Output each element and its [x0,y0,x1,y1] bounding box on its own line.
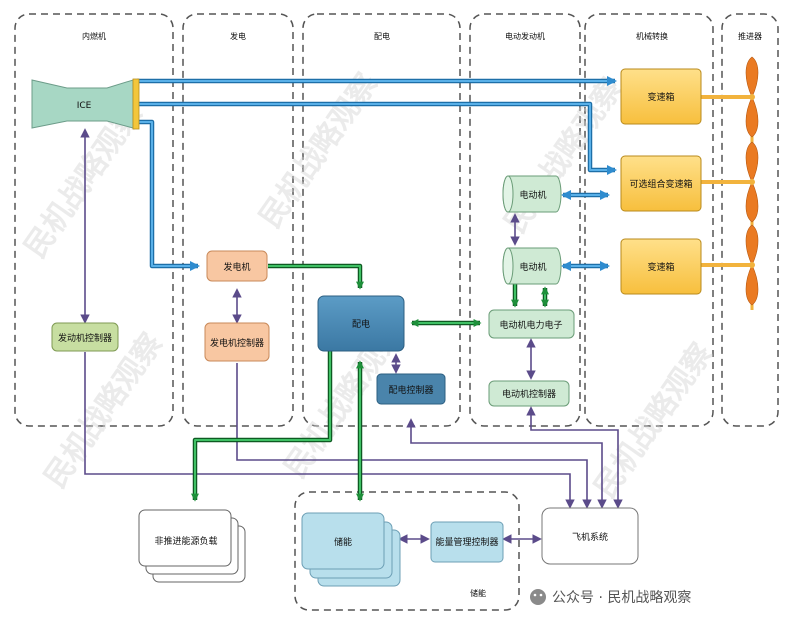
motor-2-label: 电动机 [519,261,546,273]
gearbox-2-label: 可选组合变速箱 [629,178,692,190]
svg-text:民机战略观察: 民机战略观察 [498,71,630,239]
zone-generation [182,13,294,427]
zone-propeller [721,13,779,427]
wechat-badge: 公众号 · 民机战略观察 [530,589,691,606]
gearbox-block-3: 变速箱 [620,238,702,295]
storage-label: 储能 [334,536,352,548]
distribution-controller-block: 配电控制器 [376,373,446,405]
gearbox-3-label: 变速箱 [647,261,674,273]
distribution-label: 配电 [352,318,370,330]
watermark: 民机战略观察 民机战略观察 民机战略观察 民机战略观察 民机战略观察 民机战略观… [18,66,720,504]
svg-text:民机战略观察: 民机战略观察 [588,336,720,504]
storage-block: 储能 [301,512,401,587]
aircraft-system-label: 飞机系统 [572,531,608,543]
zone-engine [14,13,174,427]
zone-title-generation: 发电 [230,31,246,41]
motor-block-1: 电动机 [502,175,562,213]
gearbox-1-label: 变速箱 [647,91,674,103]
generator-controller-block: 发电机控制器 [204,322,270,362]
zone-title-storage: 储能 [470,588,486,598]
generator-label: 发电机 [223,261,250,273]
motor-electronics-label: 电动机电力电子 [499,319,562,331]
zone-mechanical [584,13,714,427]
generator-block: 发电机 [206,250,268,282]
ice-label: ICE [77,101,92,111]
non-propulsive-load-block: 非推进能源负载 [138,509,246,583]
shaft-link [137,121,200,271]
svg-text:民机战略观察: 民机战略观察 [253,66,385,234]
motor-electronics-block: 电动机电力电子 [488,309,575,339]
zone-title-propeller: 推进器 [738,31,762,41]
power-link [191,350,331,502]
non-propulsive-load-label: 非推进能源负载 [154,535,217,547]
energy-mgmt-controller-block: 能量管理控制器 [430,521,504,563]
distribution-block: 配电 [317,295,405,352]
gearbox-block-1: 变速箱 [620,68,702,125]
gearbox-block-2: 可选组合变速箱 [620,155,702,212]
control-link [406,418,607,509]
zone-title-distribution: 配电 [374,31,390,41]
propeller-icon [700,56,759,310]
wechat-icon [530,589,546,605]
aircraft-system-block: 飞机系统 [541,507,639,565]
generator-controller-label: 发电机控制器 [210,337,264,349]
motor-controller-label: 电动机控制器 [502,388,556,400]
motor-block-2: 电动机 [502,247,562,285]
wechat-account-label: 公众号 · 民机战略观察 [552,589,691,606]
motor-controller-block: 电动机控制器 [488,380,570,407]
zone-motor [469,13,581,427]
motor-1-label: 电动机 [519,189,546,201]
zone-distribution [302,13,461,427]
ice-block: ICE [31,78,140,130]
shaft-link [137,103,617,175]
zone-title-mechanical: 机械转换 [636,31,668,41]
zone-title-motor: 电动发动机 [505,31,545,41]
engine-controller-block: 发动机控制器 [51,322,119,352]
distribution-controller-label: 配电控制器 [388,384,433,396]
control-link [526,406,623,509]
energy-mgmt-controller-label: 能量管理控制器 [435,536,498,548]
power-link [268,265,364,290]
engine-controller-label: 发动机控制器 [58,332,112,344]
zone-title-engine: 内燃机 [82,31,106,41]
